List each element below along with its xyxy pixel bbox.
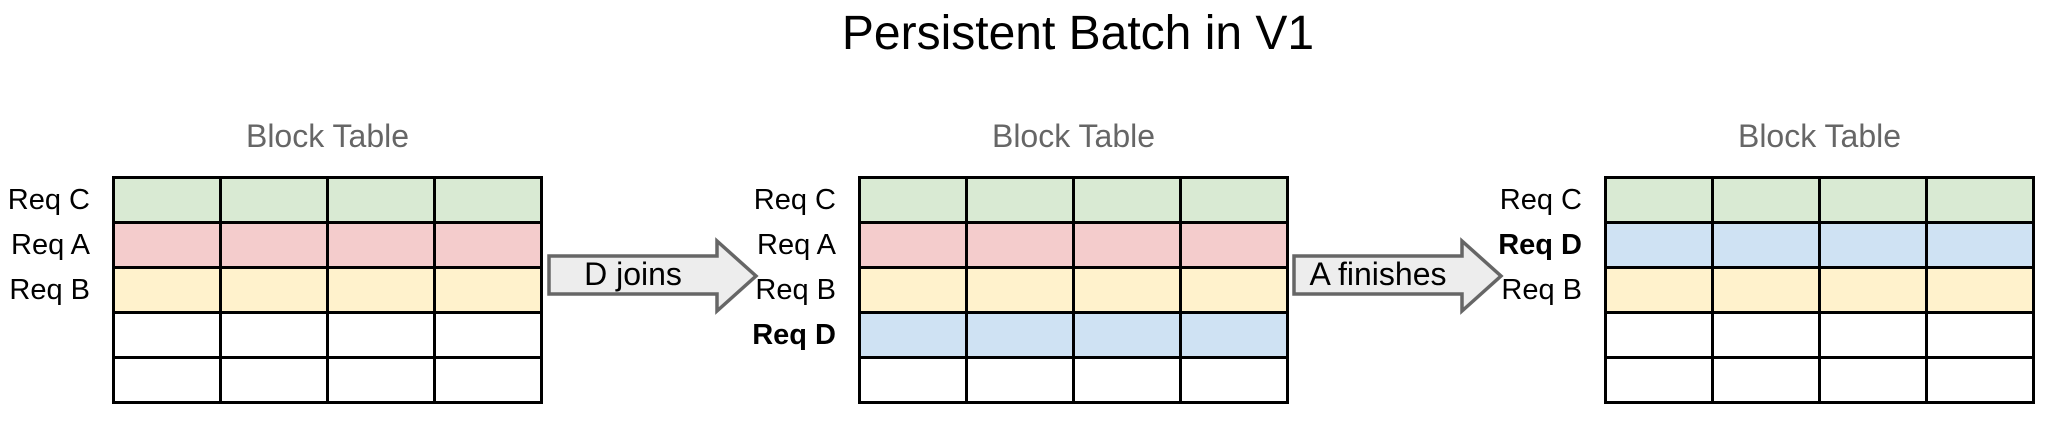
block-cell [1607, 269, 1711, 311]
block-cell [329, 359, 433, 401]
block-cell [1075, 359, 1179, 401]
block-cell [115, 269, 219, 311]
block-cell [329, 179, 433, 221]
row-label-req-c: Req C [7, 183, 90, 216]
block-cell [1075, 269, 1179, 311]
block-cell [968, 314, 1072, 356]
block-cell [436, 224, 540, 266]
block-cell [1182, 359, 1286, 401]
block-cell [222, 314, 326, 356]
block-cell [1607, 359, 1711, 401]
block-table-grid [858, 176, 1289, 404]
block-cell [1182, 314, 1286, 356]
block-cell [1821, 224, 1925, 266]
block-cell [1714, 359, 1818, 401]
arrow-label: D joins [584, 255, 682, 292]
block-cell [968, 269, 1072, 311]
block-cell [861, 314, 965, 356]
block-cell [436, 269, 540, 311]
block-cell [1182, 269, 1286, 311]
right-arrow-icon [547, 237, 759, 315]
block-cell [115, 314, 219, 356]
block-cell [1821, 269, 1925, 311]
block-cell [1607, 314, 1711, 356]
block-cell [1714, 179, 1818, 221]
block-cell [861, 269, 965, 311]
row-label-req-b: Req B [9, 273, 90, 306]
block-table-grid [1604, 176, 2035, 404]
block-cell [1928, 179, 2032, 221]
block-cell [1607, 224, 1711, 266]
block-cell [1182, 224, 1286, 266]
block-table-heading: Block Table [1737, 118, 1902, 154]
block-cell [1821, 314, 1925, 356]
row-label-req-c: Req C [753, 183, 836, 216]
transition-arrow: A finishes [1292, 237, 1505, 315]
block-cell [329, 269, 433, 311]
block-cell [861, 224, 965, 266]
block-cell [436, 179, 540, 221]
block-cell [115, 179, 219, 221]
row-label-req-a: Req A [757, 228, 836, 261]
block-table-grid [112, 176, 543, 404]
row-label-req-d: Req D [1498, 228, 1582, 261]
block-cell [329, 314, 433, 356]
arrow-label: A finishes [1309, 255, 1447, 292]
block-cell [1928, 224, 2032, 266]
transition-arrow: D joins [547, 237, 760, 315]
block-cell [1928, 314, 2032, 356]
row-label-req-a: Req A [11, 228, 90, 261]
row-label-req-c: Req C [1499, 183, 1582, 216]
block-cell [861, 359, 965, 401]
block-cell [1928, 359, 2032, 401]
block-cell [1714, 269, 1818, 311]
slide-title: Persistent Batch in V1 [841, 7, 1315, 60]
block-cell [968, 359, 1072, 401]
block-cell [968, 224, 1072, 266]
block-cell [329, 224, 433, 266]
block-cell [1714, 314, 1818, 356]
block-cell [436, 359, 540, 401]
right-arrow-icon [1292, 237, 1504, 315]
block-cell [1182, 179, 1286, 221]
block-cell [222, 359, 326, 401]
block-cell [968, 179, 1072, 221]
block-cell [115, 359, 219, 401]
block-cell [115, 224, 219, 266]
block-cell [861, 179, 965, 221]
block-cell [1821, 179, 1925, 221]
block-cell [436, 314, 540, 356]
block-cell [222, 224, 326, 266]
block-cell [222, 269, 326, 311]
row-label-req-b: Req B [1501, 273, 1582, 306]
block-cell [1928, 269, 2032, 311]
block-table-heading: Block Table [245, 118, 410, 154]
block-table-heading: Block Table [991, 118, 1156, 154]
block-cell [1075, 179, 1179, 221]
row-label-req-b: Req B [755, 273, 836, 306]
block-cell [1607, 179, 1711, 221]
block-cell [1075, 314, 1179, 356]
block-cell [1714, 224, 1818, 266]
block-cell [1075, 224, 1179, 266]
block-cell [222, 179, 326, 221]
block-cell [1821, 359, 1925, 401]
row-label-req-d: Req D [752, 318, 836, 351]
